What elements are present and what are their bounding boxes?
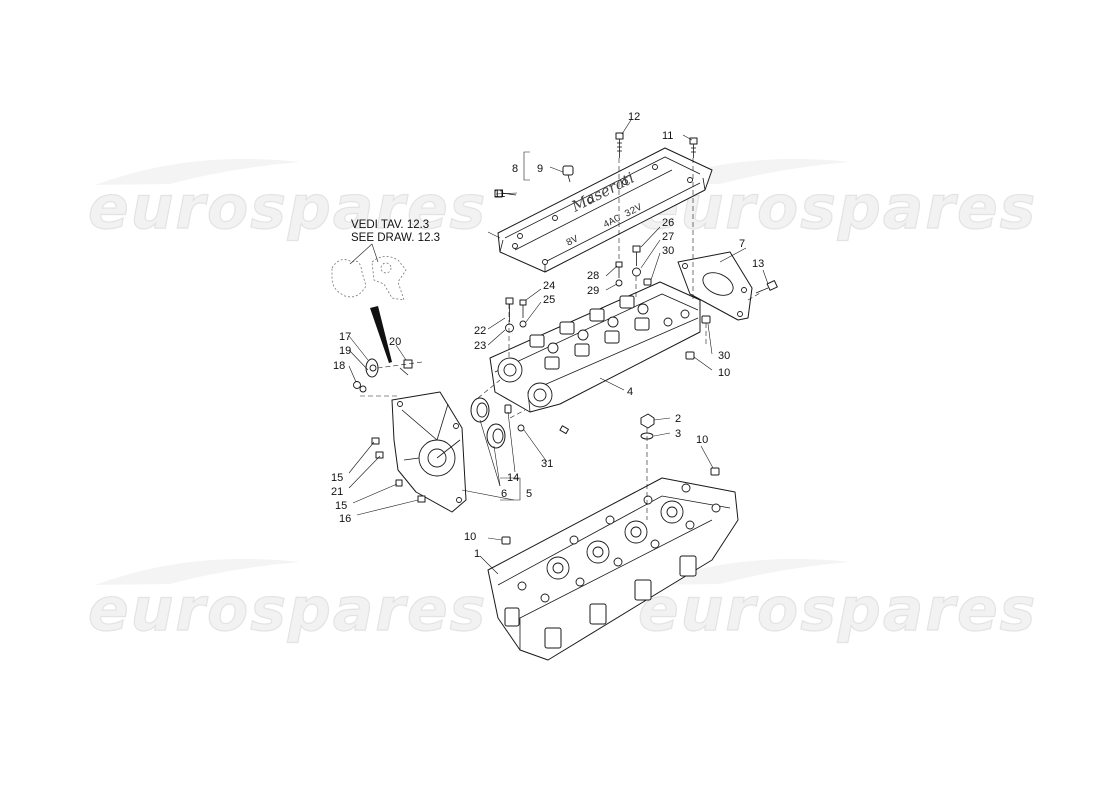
callout-29: 29 bbox=[587, 285, 599, 297]
bolt-13 bbox=[755, 280, 778, 294]
callout-25: 25 bbox=[543, 294, 555, 306]
callout-26: 26 bbox=[662, 217, 674, 229]
callout-23: 23 bbox=[474, 340, 486, 352]
callout-6: 6 bbox=[501, 488, 507, 500]
callout-4: 4 bbox=[627, 386, 633, 398]
callout-2: 2 bbox=[675, 413, 681, 425]
callout-10: 10 bbox=[696, 434, 708, 446]
callout-28: 28 bbox=[587, 270, 599, 282]
dowel-14 bbox=[504, 404, 525, 432]
callout-12: 12 bbox=[628, 111, 640, 123]
watermark-text: eurospares bbox=[88, 575, 487, 645]
bolt-26 bbox=[632, 245, 641, 277]
callout-30: 30 bbox=[718, 350, 730, 362]
cover-cyl-engraving: 8V bbox=[565, 234, 581, 249]
nut-2-washer-3 bbox=[640, 413, 655, 440]
assembly-lines bbox=[360, 158, 763, 520]
callout-5: 5 bbox=[526, 488, 532, 500]
callout-3: 3 bbox=[675, 428, 681, 440]
callout-31: 31 bbox=[541, 458, 553, 470]
callout-19: 19 bbox=[339, 345, 351, 357]
bolt-28 bbox=[615, 261, 623, 287]
screw-12 bbox=[615, 132, 624, 158]
watermark-bottom-left: eurospares bbox=[87, 558, 487, 646]
reference-note: VEDI TAV. 12.3 SEE DRAW. 12.3 bbox=[349, 219, 440, 265]
callout-21: 21 bbox=[331, 486, 343, 498]
sensor-17 bbox=[365, 358, 379, 378]
callout-30: 30 bbox=[662, 245, 674, 257]
dowel-10-left bbox=[501, 536, 511, 545]
leader-lines bbox=[348, 119, 769, 575]
bolt-24 bbox=[519, 299, 527, 328]
reference-note-line-2: SEE DRAW. 12.3 bbox=[351, 232, 440, 244]
callout-11: 11 bbox=[494, 188, 505, 200]
watermark-bottom-right: eurospares bbox=[637, 558, 1037, 646]
callout-10: 10 bbox=[718, 367, 730, 379]
callout-27: 27 bbox=[662, 231, 674, 243]
bolt-22 bbox=[505, 297, 514, 333]
dowel-30-top bbox=[643, 278, 652, 286]
callout-18: 18 bbox=[333, 360, 345, 372]
valve-cover: Maserati 4AC 32V 8V bbox=[487, 147, 713, 273]
callout-14: 14 bbox=[507, 472, 519, 484]
reference-note-line-1: VEDI TAV. 12.3 bbox=[351, 219, 429, 231]
callout-7: 7 bbox=[739, 238, 745, 250]
reference-ghost-parts bbox=[331, 256, 407, 301]
watermark-top-left: eurospares bbox=[87, 158, 487, 244]
seal-6-lower bbox=[486, 423, 506, 449]
oil-cap-9 bbox=[562, 165, 574, 183]
callout-22: 22 bbox=[474, 325, 486, 337]
callout-15: 15 bbox=[335, 500, 347, 512]
callout-20: 20 bbox=[389, 336, 401, 348]
front-timing-cover bbox=[391, 391, 467, 513]
callout-16: 16 bbox=[339, 513, 351, 525]
callout-24: 24 bbox=[543, 280, 555, 292]
stud-20 bbox=[399, 359, 413, 376]
camshaft-carrier bbox=[489, 281, 701, 413]
callout-13: 13 bbox=[752, 258, 764, 270]
watermark-text: eurospares bbox=[638, 575, 1037, 645]
cylinder-head bbox=[487, 477, 739, 661]
callout-15: 15 bbox=[331, 472, 343, 484]
callout-8: 8 bbox=[512, 163, 518, 175]
callout-1: 1 bbox=[474, 548, 480, 560]
callout-9: 9 bbox=[537, 163, 543, 175]
callout-labels: 12 11 8 9 11 7 13 26 27 30 28 29 24 25 2… bbox=[331, 111, 764, 560]
pin-31 bbox=[559, 425, 569, 435]
dowel-10-right bbox=[710, 467, 720, 476]
nuts-18 bbox=[353, 381, 367, 393]
callout-10: 10 bbox=[464, 531, 476, 543]
screw-11-right bbox=[689, 137, 698, 158]
end-cover-plate bbox=[677, 251, 753, 321]
callout-11: 11 bbox=[662, 130, 673, 142]
bolts-15-21-16 bbox=[371, 437, 426, 503]
dowel-10-mid bbox=[685, 351, 695, 360]
reference-pointer bbox=[370, 306, 392, 363]
watermark-text: eurospares bbox=[88, 173, 487, 243]
dowel-30-right bbox=[701, 315, 711, 324]
seal-6-upper bbox=[470, 397, 490, 423]
callout-17: 17 bbox=[339, 331, 351, 343]
